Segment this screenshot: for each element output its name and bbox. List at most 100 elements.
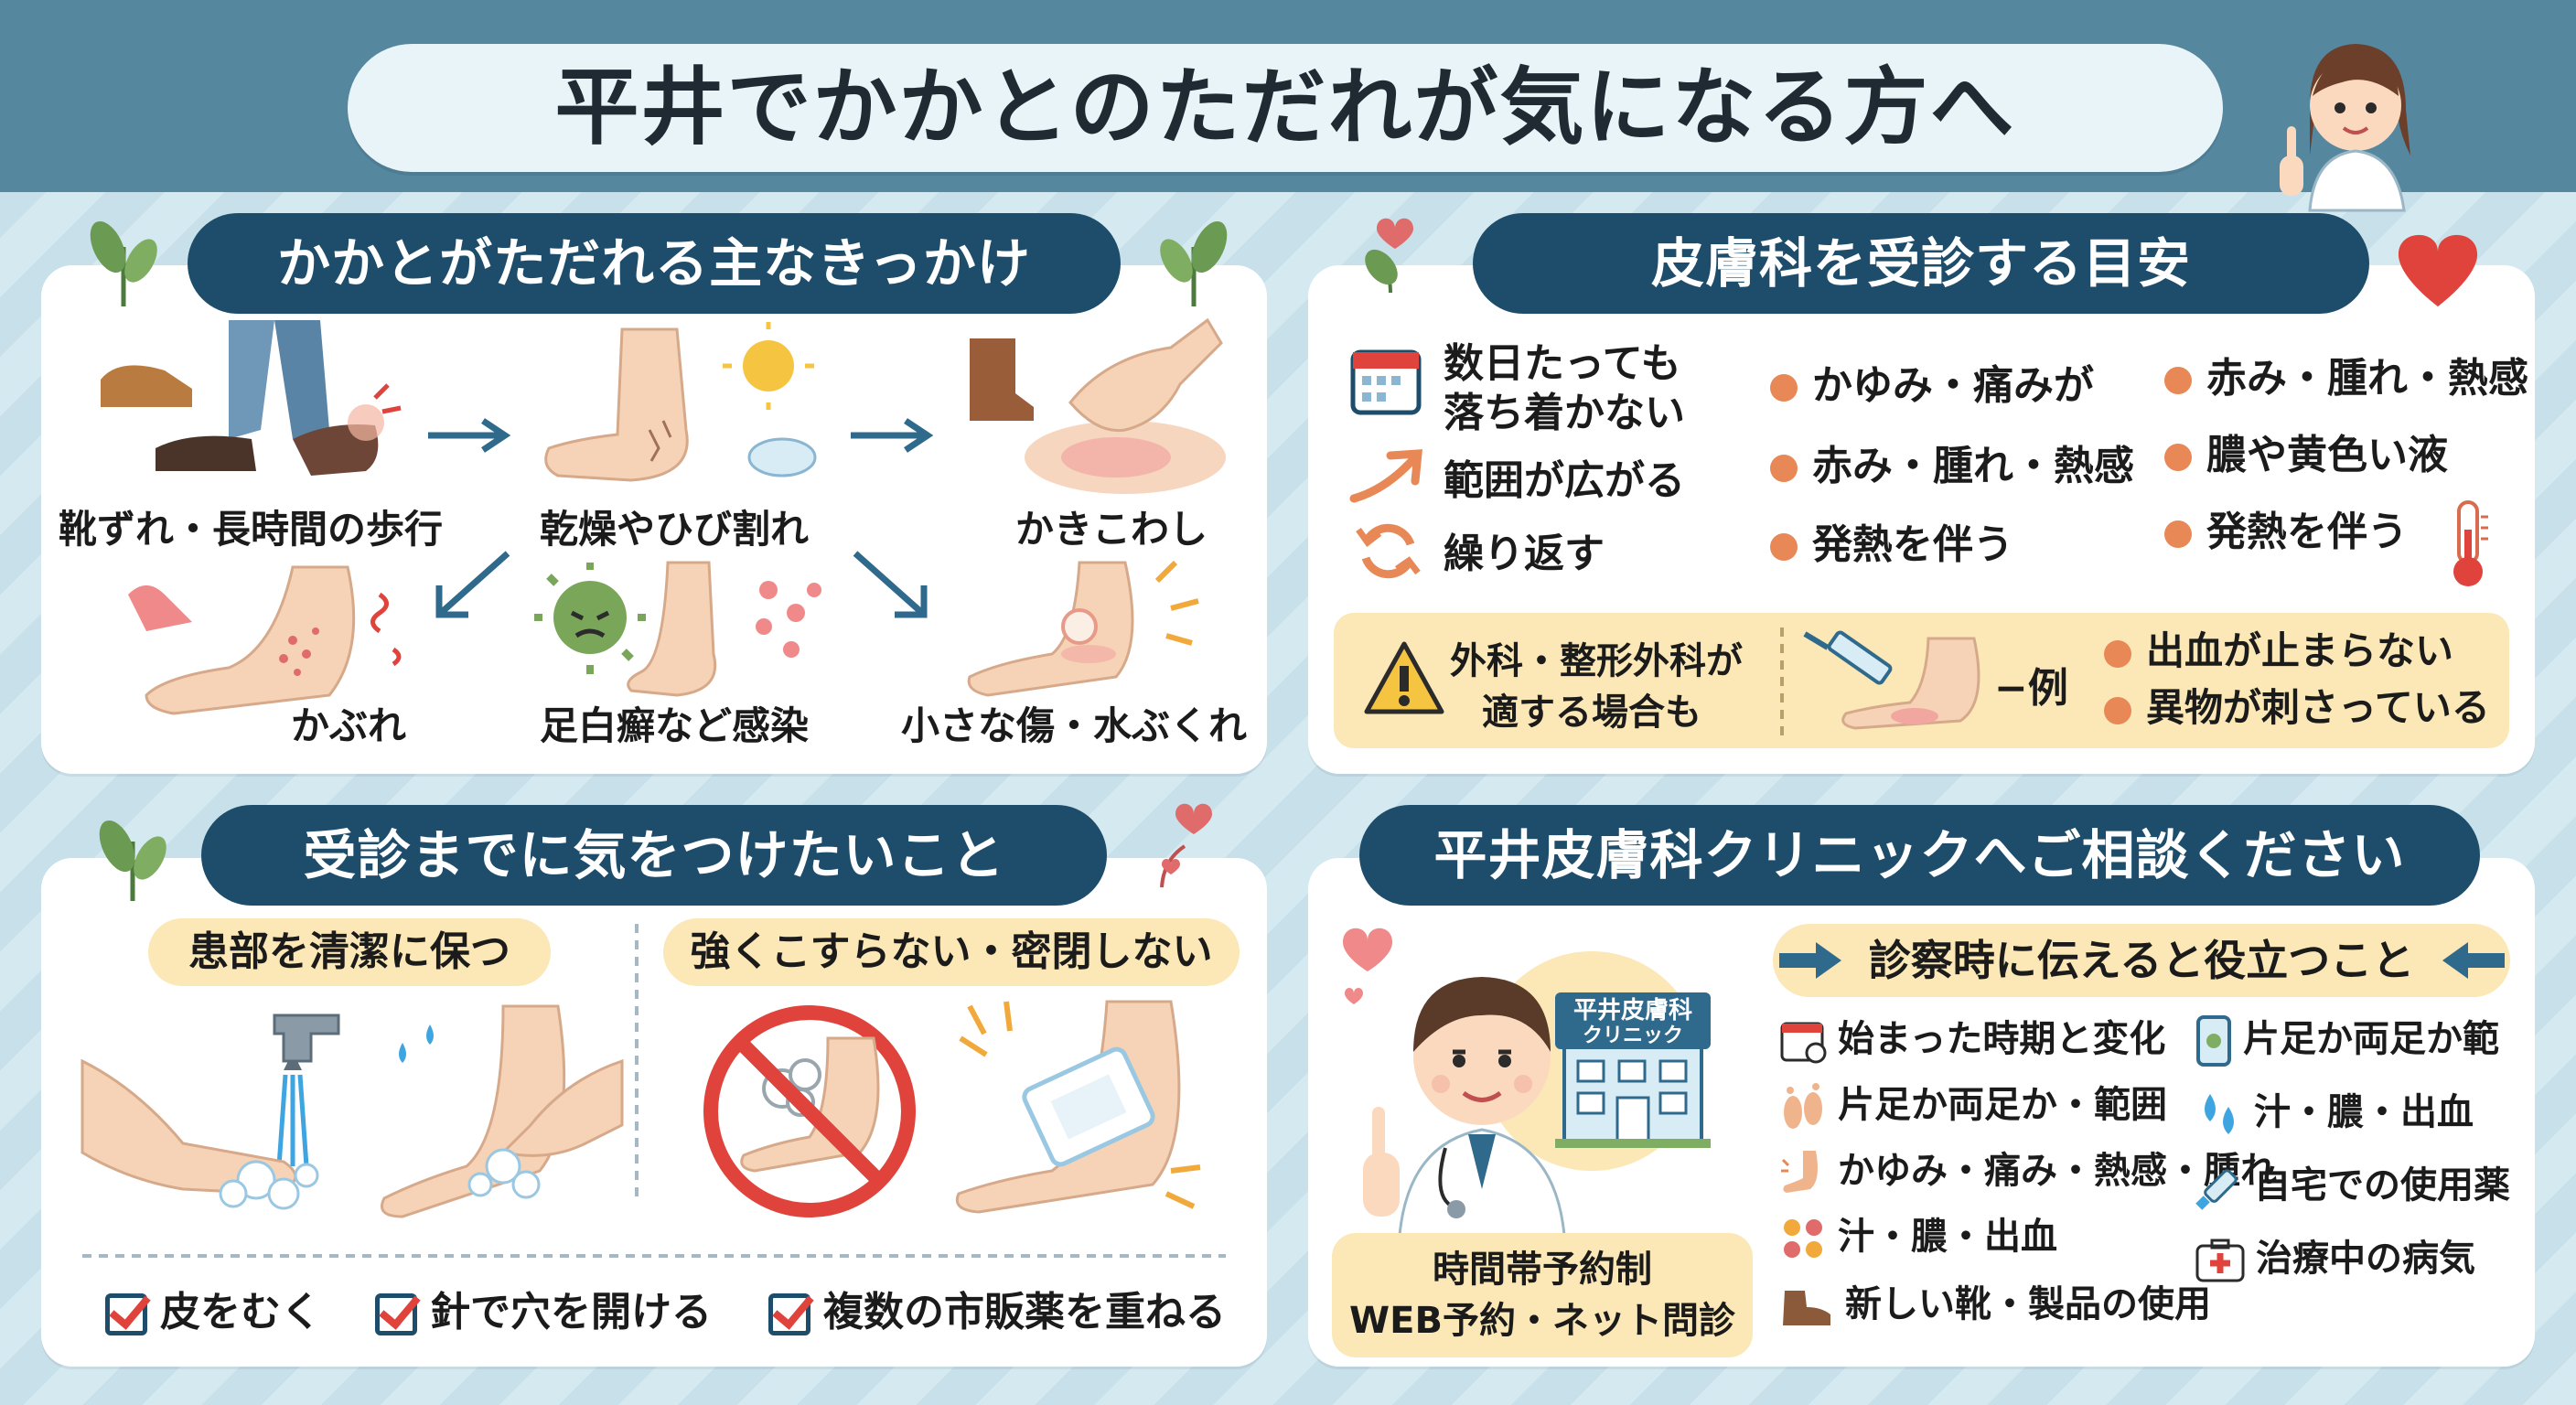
criteria-left-text: 繰り返す: [1444, 531, 1605, 577]
tip-item: 汁・膿・出血: [2195, 1087, 2474, 1138]
reservation-line: WEB予約・ネット問診: [1349, 1300, 1735, 1342]
blister-foot-icon: [967, 560, 1199, 697]
tip-item: 治療中の病気: [2195, 1233, 2475, 1284]
bullet-icon: [2164, 444, 2192, 471]
heart-icon: [2398, 234, 2478, 306]
criteria-right-item: 発熱を伴う: [2164, 505, 2408, 560]
warning-icon: [1364, 641, 1444, 714]
arrow-right-icon: [851, 418, 934, 453]
warning-text: 適する場合も: [1482, 692, 1701, 734]
cause-label: 靴ずれ・長時間の歩行: [59, 507, 444, 552]
care-tag-clean: 患部を清潔に保つ: [148, 918, 551, 986]
arrow-left-icon: [2442, 942, 2505, 979]
dont-text: 皮をむく: [160, 1289, 321, 1335]
cause-label: 小さな傷・水ぶくれ: [901, 703, 1248, 748]
dont-item: 皮をむく: [105, 1285, 321, 1340]
arrow-right-icon: [1779, 942, 1841, 979]
nurse-icon: [2280, 44, 2410, 212]
tip-text: 片足か両足か範: [2243, 1018, 2499, 1060]
tip-item: 片足か両足か範: [2195, 1014, 2499, 1067]
tip-text: 自宅での使用薬: [2254, 1164, 2510, 1207]
checkbox-icon: [768, 1293, 810, 1335]
criteria-right-text: 膿や黄色い液: [2206, 432, 2448, 478]
drops-icon: [1784, 1219, 1822, 1258]
criteria-right-item: 膿や黄色い液: [2164, 428, 2448, 483]
dont-item: 複数の市販薬を重ねる: [768, 1285, 1226, 1340]
criteria-right-text: 発熱を伴う: [2206, 509, 2408, 555]
shoe-icon: [1783, 1291, 1830, 1325]
tip-text: 片足か両足か・範囲: [1838, 1084, 2167, 1126]
footprint-icon: [1784, 1083, 1822, 1129]
causes-title: かかとがただれる主なきっかけ: [188, 213, 1121, 314]
checkbox-icon: [105, 1293, 147, 1335]
criteria-mid-text: 発熱を伴う: [1812, 521, 2013, 568]
cause-label: かぶれ: [291, 703, 407, 748]
clinic-title: 平井皮膚科クリニックへご相談ください: [1359, 805, 2480, 906]
tip-item: 始まった時期と変化: [1779, 1014, 2165, 1065]
thermometer-icon: [2453, 500, 2488, 586]
washing-foot-icon: [381, 1004, 624, 1218]
warning-item-text: 出血が止まらない: [2146, 628, 2454, 673]
criteria-right-item: 赤み・腫れ・熱感: [2164, 351, 2528, 406]
divider: [1780, 627, 1784, 735]
bullet-icon: [2104, 639, 2131, 668]
clinic-building-icon: [1555, 992, 1711, 1148]
trend-arrow-icon: [1349, 449, 1423, 503]
syringe-icon: [1803, 630, 1980, 730]
dont-text: 針で穴を開ける: [430, 1289, 712, 1335]
itchy-foot-icon: [1781, 1151, 1818, 1193]
bullet-icon: [2104, 696, 2131, 724]
dry-foot-icon: [544, 322, 817, 482]
tip-text: かゆみ・痛み・熱感・腫れ: [1838, 1150, 2277, 1192]
criteria-left-text: 数日たっても: [1444, 340, 1681, 387]
faucet-icon: [80, 1014, 340, 1210]
tip-item: 新しい靴・製品の使用: [1779, 1279, 2211, 1330]
leaf-icon: [90, 220, 157, 306]
bullet-icon: [1770, 533, 1798, 561]
refresh-icon: [1356, 523, 1421, 579]
leaf-icon: [99, 820, 166, 901]
dont-text: 複数の市販薬を重ねる: [823, 1289, 1226, 1335]
bullet-icon: [1770, 455, 1798, 482]
tip-item: 片足か両足か・範囲: [1779, 1079, 2167, 1132]
bullet-icon: [1770, 374, 1798, 402]
page-title: 平井でかかとのただれが気になる方へ: [348, 44, 2223, 172]
divider: [635, 924, 639, 1198]
warning-text: 外科・整形外科が: [1450, 640, 1743, 682]
calendar-icon: [1350, 349, 1422, 415]
warning-item: 異物が刺さっている: [2104, 681, 2490, 735]
heart-icon: [1160, 803, 1212, 888]
leaf-icon: [1160, 220, 1228, 306]
tip-text: 汁・膿・出血: [2254, 1091, 2474, 1133]
scratching-icon: [970, 317, 1226, 494]
criteria-right-text: 赤み・腫れ・熱感: [2206, 355, 2528, 402]
criteria-mid-item: 赤み・腫れ・熱感: [1770, 439, 2134, 494]
reservation-line: 時間帯予約制: [1433, 1249, 1652, 1291]
bandage-icon: [955, 1000, 1201, 1214]
bullet-icon: [2164, 520, 2192, 548]
tip-item: 汁・膿・出血: [1779, 1211, 2057, 1262]
tip-text: 新しい靴・製品の使用: [1845, 1283, 2211, 1325]
first-aid-icon: [2195, 1239, 2245, 1282]
droplet-icon: [2205, 1094, 2234, 1134]
criteria-mid-text: かゆみ・痛みが: [1812, 362, 2094, 409]
clinic-sign-name: 平井皮膚科: [1572, 997, 1692, 1024]
walking-shoe-icon: [101, 320, 402, 476]
criteria-title: 皮膚科を受診する目安: [1473, 213, 2369, 314]
divider: [82, 1254, 1226, 1258]
criteria-left-text: 範囲が広がる: [1444, 457, 1685, 504]
care-title: 受診までに気をつけたいこと: [201, 805, 1107, 906]
tip-text: 治療中の病気: [2256, 1238, 2475, 1280]
cause-label: かきこわし: [1015, 507, 1208, 552]
bullet-icon: [2164, 367, 2192, 394]
heart-icon: [1343, 928, 1392, 1004]
rash-foot-icon: [128, 565, 402, 715]
virus-icon: [534, 561, 821, 697]
criteria-mid-item: 発熱を伴う: [1770, 518, 2013, 573]
warning-example: −例: [1994, 665, 2068, 712]
tips-title: 診察時に伝えると役立つこと: [1773, 924, 2510, 997]
tip-item: かゆみ・痛み・熱感・腫れ: [1779, 1145, 2277, 1196]
criteria-mid-text: 赤み・腫れ・熱感: [1812, 443, 2134, 489]
heart-icon: [1365, 218, 1413, 294]
phone-icon: [2196, 1015, 2231, 1067]
